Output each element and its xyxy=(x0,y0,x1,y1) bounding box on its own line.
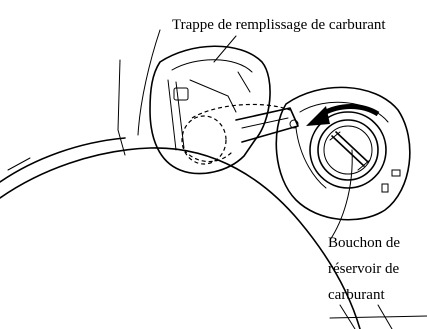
leader-fuel-cap xyxy=(330,150,352,240)
recess-tabs xyxy=(382,170,400,192)
fuel-cap-label-line3: carburant xyxy=(328,287,385,303)
fuel-cap-label-line2: réservoir de xyxy=(328,261,400,277)
leader-fuel-door xyxy=(214,36,236,62)
fuel-cap-label-line1: Bouchon de xyxy=(328,235,400,251)
tether-dashed xyxy=(182,104,290,164)
fuel-door-label: Trappe de remplissage de carburant xyxy=(172,17,386,33)
car-body-panel xyxy=(0,30,427,329)
fuel-door xyxy=(150,46,298,173)
rotate-arrow-icon xyxy=(306,106,378,126)
fuel-cap xyxy=(290,112,386,188)
